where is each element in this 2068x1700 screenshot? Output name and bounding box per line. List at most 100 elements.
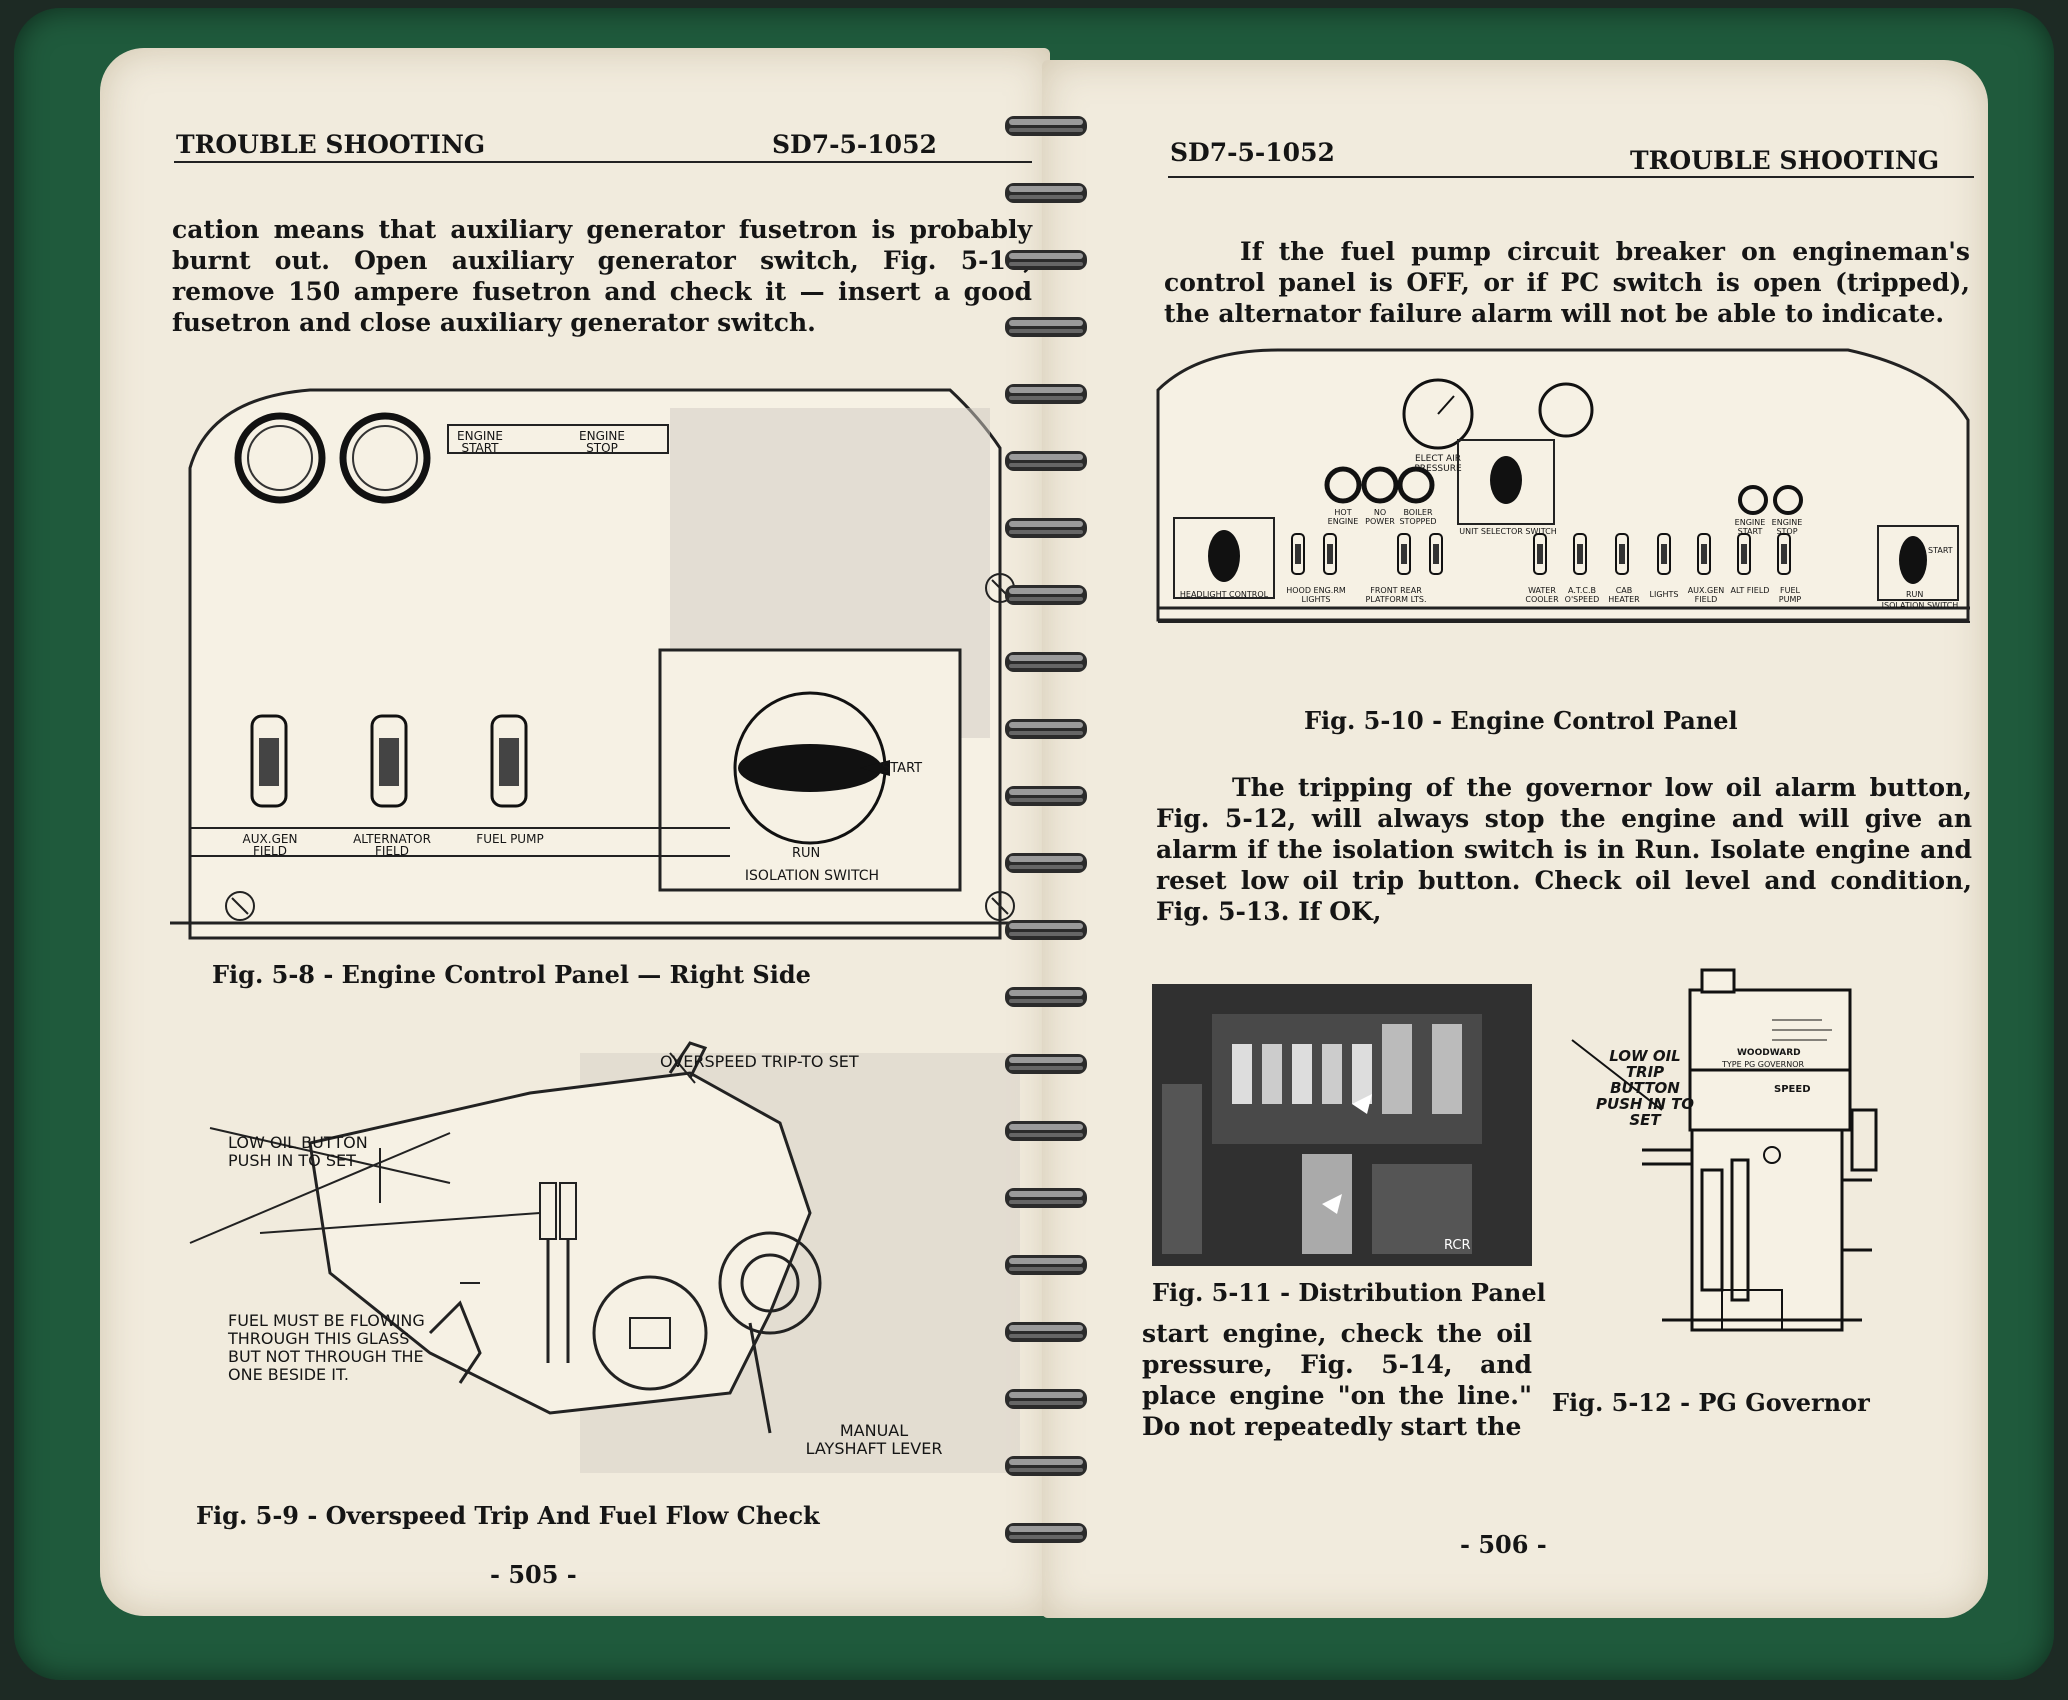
spiral-ring — [1003, 447, 1089, 475]
figure-5-12-caption: Fig. 5-12 - PG Governor — [1552, 1388, 1870, 1417]
spiral-ring — [1003, 380, 1089, 408]
alternator-field-label: ALTERNATOR FIELD — [353, 832, 431, 858]
spiral-ring — [1003, 715, 1089, 743]
rcr-label: RCR — [1444, 1238, 1471, 1253]
body-paragraph-1: If the fuel pump circuit breaker on engi… — [1164, 237, 1970, 328]
figure-5-8: ENGINE START ENGINE STOP AUX.GEN FIELD A… — [170, 378, 1030, 940]
engine-start-label: ENGINE START — [457, 429, 503, 455]
toggle-lever — [1701, 544, 1707, 564]
low-oil-trip-label: LOW OIL TRIP BUTTON PUSH IN TO SET — [1595, 1047, 1695, 1129]
atcb-label: A.T.C.B O'SPEED — [1564, 586, 1600, 604]
figure-5-11-caption: Fig. 5-11 - Distribution Panel — [1152, 1278, 1546, 1307]
header-code: SD7-5-1052 — [1170, 138, 1335, 167]
aux-gen-field-label: AUX.GEN FIELD — [242, 832, 298, 858]
toggle-switches — [1291, 533, 1791, 575]
figure-5-12: LOW OIL TRIP BUTTON PUSH IN TO SET WOODW… — [1542, 960, 1972, 1380]
hood-lights-label: HOOD ENG.RM LIGHTS — [1286, 586, 1346, 604]
fig10-aux-gen-field-label: AUX.GEN FIELD — [1687, 586, 1725, 604]
spiral-ring — [1003, 179, 1089, 207]
spiral-ring — [1003, 1117, 1089, 1145]
figure-5-10: ELECT AIR PRESSURE HOT ENGINE NO POWER B… — [1156, 348, 1972, 676]
fig10-engine-stop-label: ENGINE STOP — [1771, 518, 1803, 536]
spiral-ring — [1003, 1251, 1089, 1279]
engine-stop-label: ENGINE STOP — [579, 429, 625, 455]
cab-heater-label: CAB HEATER — [1608, 586, 1640, 604]
type-pg-label: TYPE PG GOVERNOR — [1722, 1060, 1805, 1069]
toggle-lever — [1661, 544, 1667, 564]
header-rule — [174, 161, 1032, 163]
fuel-flow-label: FUEL MUST BE FLOWING THROUGH THIS GLASS … — [228, 1311, 425, 1384]
spiral-ring — [1003, 1519, 1089, 1547]
body-paragraph-2: The tripping of the governor low oil ala… — [1156, 773, 1972, 926]
manual-layshaft-label: MANUAL LAYSHAFT LEVER — [805, 1421, 943, 1458]
figure-5-9: OVERSPEED TRIP-TO SET LOW OIL BUTTON PUS… — [130, 1033, 1030, 1483]
figure-5-11: RCR — [1152, 984, 1532, 1266]
unit-selector-switch-label: UNIT SELECTOR SWITCH — [1459, 527, 1557, 536]
isolation-run-label: RUN — [792, 846, 821, 861]
spiral-ring — [1003, 581, 1089, 609]
isolation-switch-label: ISOLATION SWITCH — [744, 868, 880, 884]
engine-control-panel-right-drawing — [170, 388, 1030, 940]
spiral-ring — [1003, 246, 1089, 274]
toggle-lever — [1327, 544, 1333, 564]
toggle-lever — [1781, 544, 1787, 564]
page-number: - 506 - — [1460, 1530, 1547, 1559]
spiral-ring — [1003, 1050, 1089, 1078]
spiral-ring — [1003, 782, 1089, 810]
spiral-ring — [1003, 514, 1089, 542]
toggle-lever — [1577, 544, 1583, 564]
engine-control-panel-drawing — [1156, 348, 1970, 623]
toggle-lever — [1619, 544, 1625, 564]
spiral-ring — [1003, 916, 1089, 944]
low-oil-button-label: LOW OIL BUTTON PUSH IN TO SET — [228, 1133, 368, 1170]
toggle-lever — [1295, 544, 1301, 564]
fig10-isolation-switch-label: ISOLATION SWITCH — [1881, 601, 1959, 610]
overspeed-trip-label: OVERSPEED TRIP-TO SET — [660, 1052, 859, 1071]
elect-air-pressure-label: ELECT AIR PRESSURE — [1414, 454, 1462, 474]
distribution-panel-photo — [1152, 984, 1532, 1266]
header-title: TROUBLE SHOOTING — [176, 130, 486, 159]
page-number: - 505 - — [490, 1560, 577, 1589]
spiral-ring — [1003, 648, 1089, 676]
toggle-lever — [1741, 544, 1747, 564]
platform-lights-label: FRONT REAR PLATFORM LTS. — [1365, 586, 1427, 604]
speed-label: SPEED — [1774, 1084, 1811, 1095]
header-title: TROUBLE SHOOTING — [1630, 146, 1940, 175]
body-paragraph: cation means that auxiliary generator fu… — [172, 215, 1032, 337]
boiler-stopped-label: BOILER STOPPED — [1399, 508, 1437, 526]
body-paragraph-3: start engine, check the oil pressure, Fi… — [1142, 1319, 1532, 1441]
water-cooler-label: WATER COOLER — [1525, 586, 1559, 604]
spiral-ring — [1003, 1385, 1089, 1413]
right-page: SD7-5-1052 TROUBLE SHOOTING If the fuel … — [1042, 60, 1988, 1618]
spiral-ring — [1003, 1184, 1089, 1212]
fig10-run-label: RUN — [1906, 590, 1924, 599]
fig10-engine-start-label: ENGINE START — [1734, 518, 1766, 536]
toggle-lever — [1401, 544, 1407, 564]
spiral-ring — [1003, 849, 1089, 877]
figure-5-8-caption: Fig. 5-8 - Engine Control Panel — Right … — [212, 960, 811, 989]
isolation-start-label: START — [882, 761, 923, 776]
spiral-ring — [1003, 313, 1089, 341]
pg-governor-drawing — [1571, 968, 1878, 1332]
spiral-ring — [1003, 1318, 1089, 1346]
header-rule — [1168, 176, 1974, 178]
no-power-label: NO POWER — [1365, 508, 1395, 526]
figure-5-10-caption: Fig. 5-10 - Engine Control Panel — [1304, 706, 1738, 735]
toggle-lever — [1433, 544, 1439, 564]
figure-5-9-caption: Fig. 5-9 - Overspeed Trip And Fuel Flow … — [196, 1501, 820, 1530]
toggle-lever — [1537, 544, 1543, 564]
hot-engine-label: HOT ENGINE — [1327, 508, 1359, 526]
fig10-fuel-pump-label: FUEL PUMP — [1778, 586, 1802, 604]
overspeed-trip-drawing — [189, 1041, 1020, 1473]
spiral-ring — [1003, 1452, 1089, 1480]
spiral-ring — [1003, 112, 1089, 140]
spiral-ring — [1003, 983, 1089, 1011]
header-code: SD7-5-1052 — [772, 130, 937, 159]
alt-field-label: ALT FIELD — [1730, 586, 1770, 595]
woodward-label: WOODWARD — [1737, 1048, 1801, 1058]
left-page: TROUBLE SHOOTING SD7-5-1052 cation means… — [100, 48, 1050, 1616]
fuel-pump-label: FUEL PUMP — [476, 832, 544, 846]
headlight-control-label: HEADLIGHT CONTROL — [1179, 590, 1269, 599]
fig10-start-label: START — [1928, 546, 1953, 555]
lights-label: LIGHTS — [1649, 590, 1679, 599]
